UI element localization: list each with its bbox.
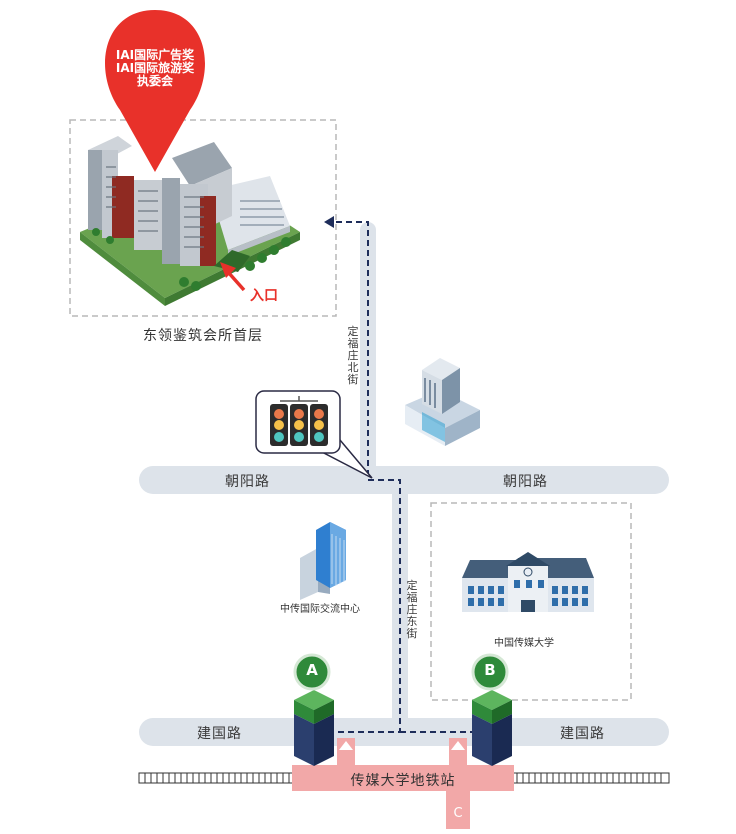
pin-line-1: IAI国际广告奖 xyxy=(115,48,195,62)
road-label-jianguo-left: 建国路 xyxy=(197,726,242,742)
landmark-cuc: 中国传媒大学 xyxy=(494,638,554,649)
road-dingfu-east xyxy=(392,480,408,732)
landmark-zhongchuan: 中传国际交流中心 xyxy=(280,604,360,615)
building-complex xyxy=(80,136,300,306)
building-frame xyxy=(69,119,337,317)
road-label-chaoyang-left: 朝阳路 xyxy=(225,474,270,490)
route-arrowhead xyxy=(324,216,334,228)
cuc-frame xyxy=(430,502,632,701)
subway-station-label: 传媒大学地铁站 xyxy=(350,773,456,789)
road-label-dingfu-east: 定福庄东街 xyxy=(406,579,418,640)
exit-a-label: A xyxy=(306,661,318,679)
exit-a-pillar xyxy=(293,653,334,766)
exit-b-label: B xyxy=(484,661,496,679)
building-caption: 东领鉴筑会所首层 xyxy=(143,328,263,344)
traffic-light-callout xyxy=(255,390,373,479)
subway-station-shape xyxy=(292,738,514,829)
location-pin xyxy=(105,10,205,172)
road-label-chaoyang-right: 朝阳路 xyxy=(503,474,548,490)
office-tower-icon xyxy=(405,358,480,446)
exit-b-pillar xyxy=(471,653,512,766)
road-label-jianguo-right: 建国路 xyxy=(560,726,605,742)
entrance-arrow xyxy=(220,262,246,292)
cuc-building-icon xyxy=(462,552,594,612)
entrance-label: 入口 xyxy=(250,288,278,304)
zhongchuan-building-icon xyxy=(300,522,346,600)
route-path xyxy=(335,221,472,733)
pin-line-3: 执委会 xyxy=(136,74,173,88)
pin-line-2: IAI国际旅游奖 xyxy=(115,61,195,75)
exit-c-label: C xyxy=(453,806,463,821)
road-label-dingfu-north: 定福庄北街 xyxy=(347,325,359,386)
pin-label: IAI国际广告奖 IAI国际旅游奖 执委会 xyxy=(100,49,210,88)
subway-up-arrows xyxy=(339,741,465,750)
